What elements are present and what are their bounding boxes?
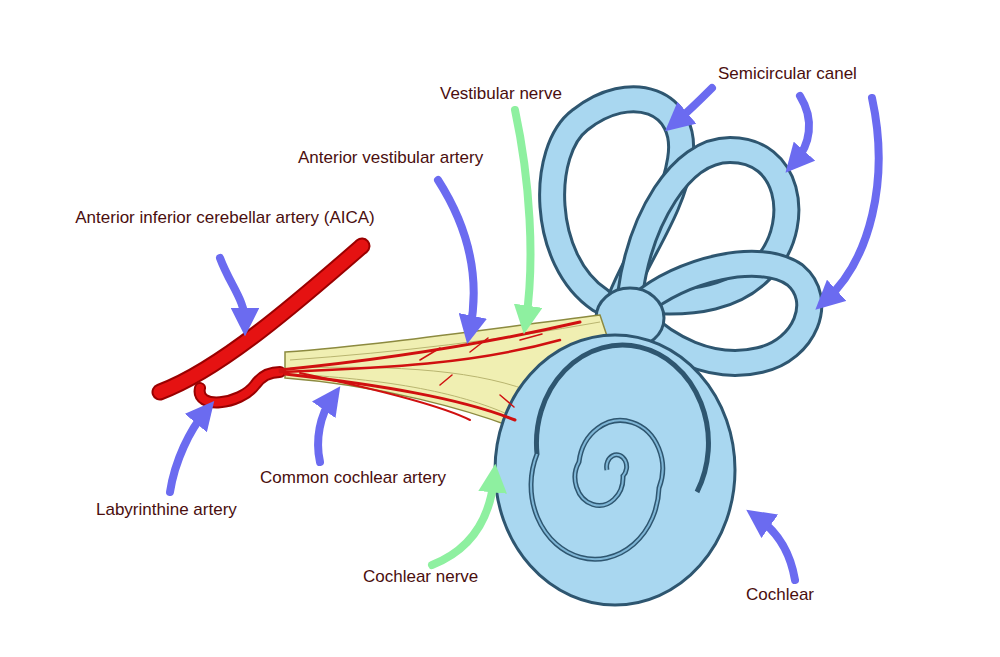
part-label: Vestibular nerve xyxy=(440,83,610,105)
part-label: Anterior inferior cerebellar artery (AIC… xyxy=(60,207,390,229)
cochlea xyxy=(495,335,735,605)
part-label: Semicircular canel xyxy=(718,63,918,85)
arteries xyxy=(160,246,580,420)
part-label: Common cochlear artery xyxy=(260,467,500,489)
part-label: Cochlear xyxy=(746,584,866,606)
leader-arrows xyxy=(170,88,879,580)
part-label: Labyrinthine artery xyxy=(96,499,296,521)
part-label: Anterior vestibular artery xyxy=(298,147,538,169)
part-label: Cochlear nerve xyxy=(363,566,533,588)
